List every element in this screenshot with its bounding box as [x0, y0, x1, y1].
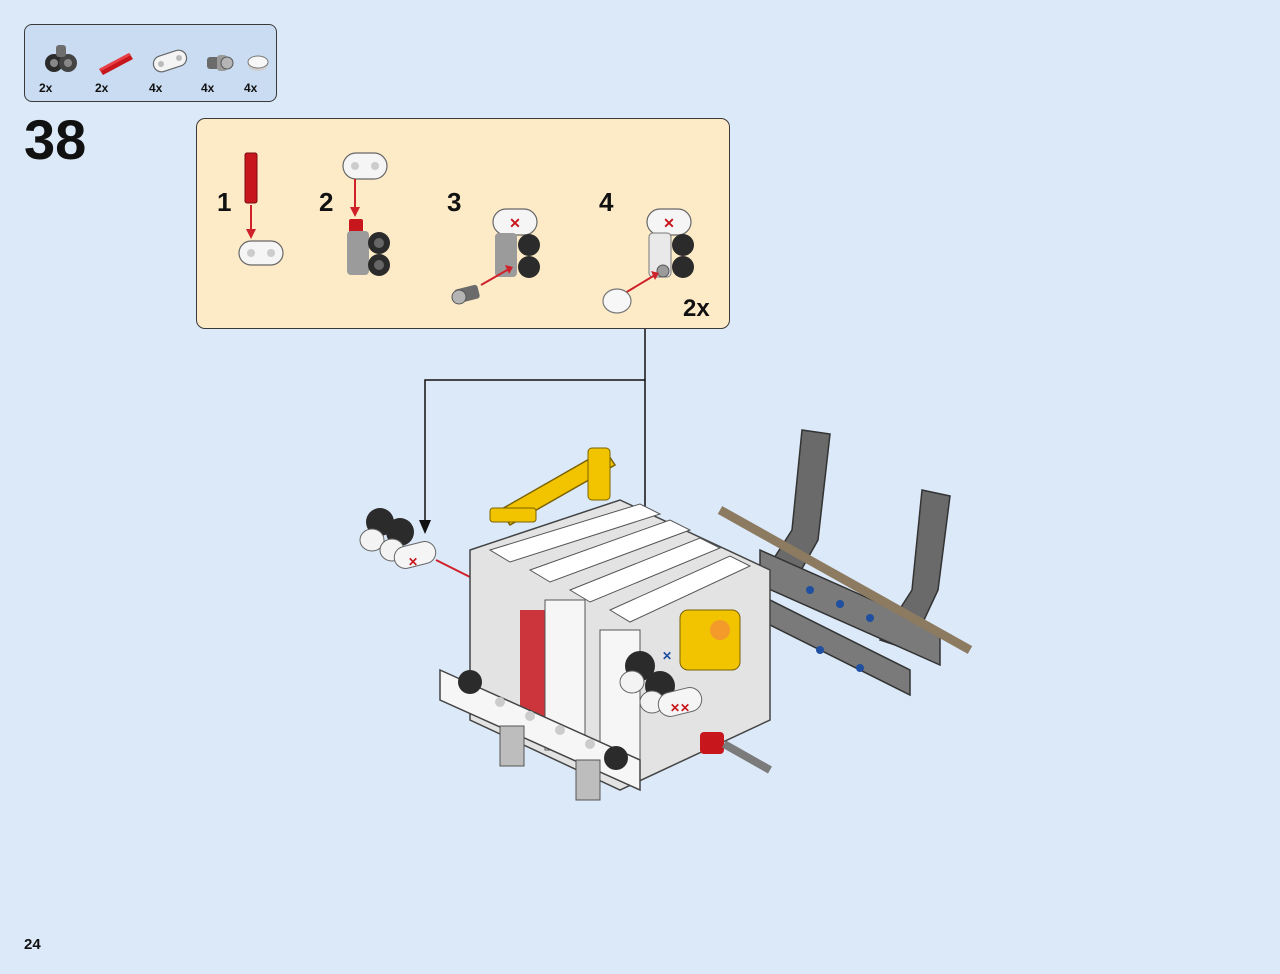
sub-step-number: 3	[447, 187, 462, 217]
step-number: 38	[24, 108, 87, 171]
svg-text:✕: ✕	[408, 555, 418, 569]
part-item-white-round-tile: 4x	[244, 33, 288, 95]
parts-list: 2x 2x 4x 4x 4x	[24, 24, 277, 102]
white-beam-icon	[152, 49, 188, 73]
part-count: 4x	[201, 81, 215, 95]
part-item-double-connector: 2x	[39, 33, 83, 95]
main-model-illustration: ✕ ✕	[359, 429, 973, 801]
part-count: 4x	[149, 81, 163, 95]
sub-step-number: 1	[217, 187, 232, 217]
sub-step-number: 4	[599, 187, 614, 217]
double-connector-icon	[45, 45, 77, 72]
red-axle-icon	[99, 53, 133, 75]
page-number: 24	[24, 936, 41, 953]
gray-pin-icon	[207, 55, 234, 71]
svg-text:✕: ✕	[509, 215, 521, 231]
part-count: 2x	[95, 81, 109, 95]
part-count: 2x	[39, 81, 53, 95]
callout-arrow-left	[419, 520, 431, 534]
svg-text:✕✕: ✕✕	[670, 701, 690, 715]
sub-step-3-illustration: ✕	[451, 208, 540, 305]
sub-step-number: 2	[319, 187, 334, 217]
sub-assembly-callout: 1 2 3 4 2x ✕ ✕	[196, 118, 730, 329]
callout-line-left	[424, 329, 646, 525]
front-axle	[700, 732, 772, 774]
mounted-sub-assembly: ✕✕	[619, 651, 703, 717]
yellow-lever	[489, 447, 617, 526]
sub-assembly-multiplier: 2x	[683, 295, 710, 322]
part-item-white-beam: 4x	[149, 33, 193, 95]
part-count: 4x	[244, 81, 258, 95]
part-item-gray-pin: 4x	[201, 33, 245, 95]
sub-step-1-illustration	[238, 152, 284, 266]
svg-text:✕: ✕	[663, 215, 675, 231]
white-round-tile-icon	[247, 55, 269, 71]
detached-sub-assembly: ✕	[359, 508, 486, 586]
part-item-red-axle: 2x	[95, 33, 139, 95]
svg-text:✕: ✕	[662, 649, 672, 663]
front-white-beam	[439, 668, 641, 801]
sub-step-4-illustration: ✕	[602, 208, 694, 314]
sub-step-2-illustration	[342, 152, 390, 276]
